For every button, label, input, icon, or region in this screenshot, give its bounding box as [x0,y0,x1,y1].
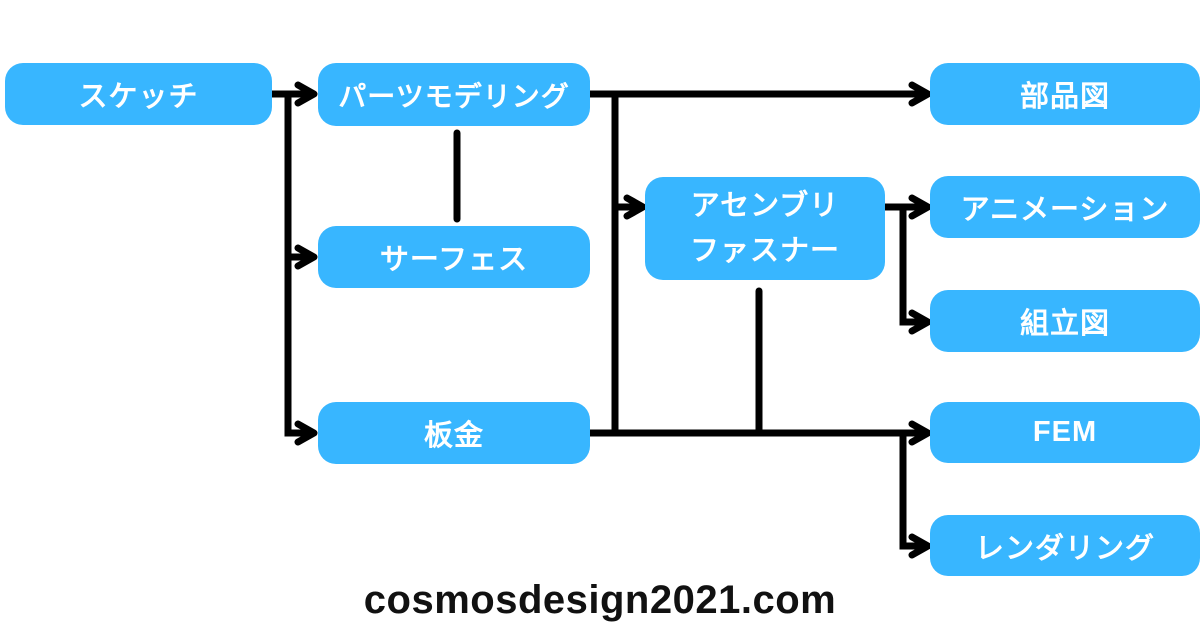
node-parts-modeling: パーツモデリング [318,63,590,126]
node-fem: FEM [930,402,1200,463]
node-surface: サーフェス [318,226,590,288]
node-part-drawing: 部品図 [930,63,1200,125]
edge-sketch-trunk-to-sheet-metal [284,94,318,446]
node-sheet-metal: 板金 [318,402,590,464]
node-assembly-drawing: 組立図 [930,290,1200,352]
edge-sheet-metal-to-rendering [899,433,932,559]
node-animation: アニメーション [930,176,1200,238]
node-assembly-fastener: アセンブリ ファスナー [645,177,885,280]
node-sketch: スケッチ [5,63,272,125]
edge-assembly-to-assembly-drawing [899,207,932,335]
watermark-text: cosmosdesign2021.com [363,578,837,622]
node-rendering: レンダリング [930,515,1200,576]
